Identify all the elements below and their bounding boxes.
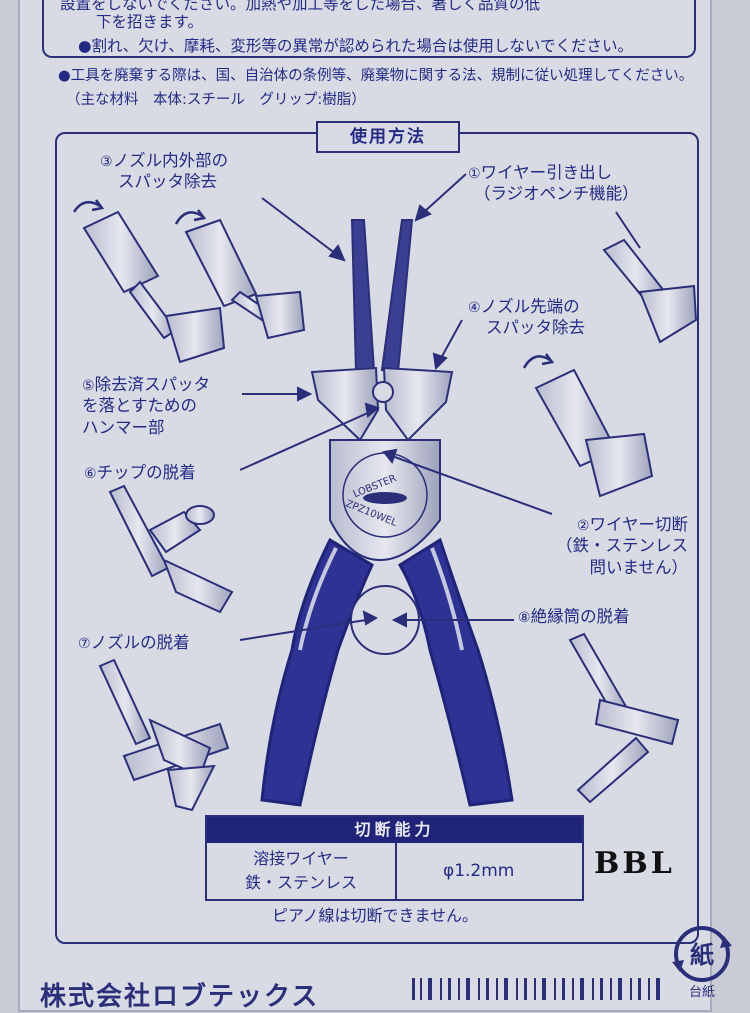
materials-line: （主な材料 本体:スチール グリップ:樹脂） (66, 92, 366, 108)
recycle-caption: 台紙 (689, 985, 715, 1000)
nozzle-illustration-7 (98, 658, 230, 812)
label-5: ⑤除去済スパッタ を落とすための ハンマー部 (82, 375, 211, 437)
leader-lines (239, 173, 553, 641)
rotate-arrows (72, 199, 555, 369)
plier-handles (260, 537, 514, 807)
label-4: ④ノズル先端の スパッタ除去 (468, 297, 585, 338)
wire-illustration-1 (602, 211, 698, 344)
label-1: ①ワイヤー引き出し （ラジオペンチ機能） (468, 163, 639, 204)
insulator-illustration-8 (568, 632, 680, 804)
company-name: 株式会社ロブテックス (40, 982, 320, 1012)
piano-wire-note: ピアノ線は切断できません。 (271, 906, 479, 925)
tip-illustration-6 (108, 484, 234, 614)
warning-line-4: ●工具を廃棄する際は、国、自治体の条例等、廃棄物に関する法、規制に従い処理してく… (58, 68, 694, 84)
barcode-fragment (412, 978, 660, 1000)
label-8: ⑧絶縁筒の脱着 (518, 607, 630, 626)
usage-title: 使用方法 (316, 121, 460, 153)
label-3: ③ノズル内外部の スパッタ除去 (100, 151, 229, 192)
label-2: ②ワイヤー切断 （鉄・ステンレス 問いません） (556, 515, 688, 577)
table-label-cell: 溶接ワイヤー鉄・ステンレス (207, 843, 397, 899)
nozzle-illustration-4 (534, 368, 654, 498)
warning-line-2: 下を招きます。 (96, 13, 203, 31)
paper-recycle-mark: 紙 台紙 (672, 924, 732, 1000)
table-header: 切断能力 (207, 817, 582, 843)
label-6: ⑥チップの脱着 (84, 463, 196, 482)
label-7: ⑦ノズルの脱着 (78, 633, 190, 652)
bbl-mark: BBL (594, 846, 675, 881)
table-value-cell: φ1.2mm (443, 861, 515, 881)
plier-head (310, 366, 454, 562)
plier-jaws (350, 219, 414, 374)
warning-line-1: 設置をしないでください。加熱や加工等をした場合、著しく品質の低 (60, 0, 541, 13)
warning-box (42, 0, 696, 58)
recycle-symbol: 紙 (690, 941, 714, 969)
warning-line-3: ●割れ、欠け、摩耗、変形等の異常が認められた場合は使用しないでください。 (78, 37, 633, 55)
cutting-capacity-table: 切断能力 溶接ワイヤー鉄・ステンレス φ1.2mm (205, 815, 584, 901)
nozzle-illustration-3b (184, 218, 306, 340)
nozzle-illustration-3a (82, 210, 226, 364)
recycle-ring-icon (674, 926, 730, 982)
